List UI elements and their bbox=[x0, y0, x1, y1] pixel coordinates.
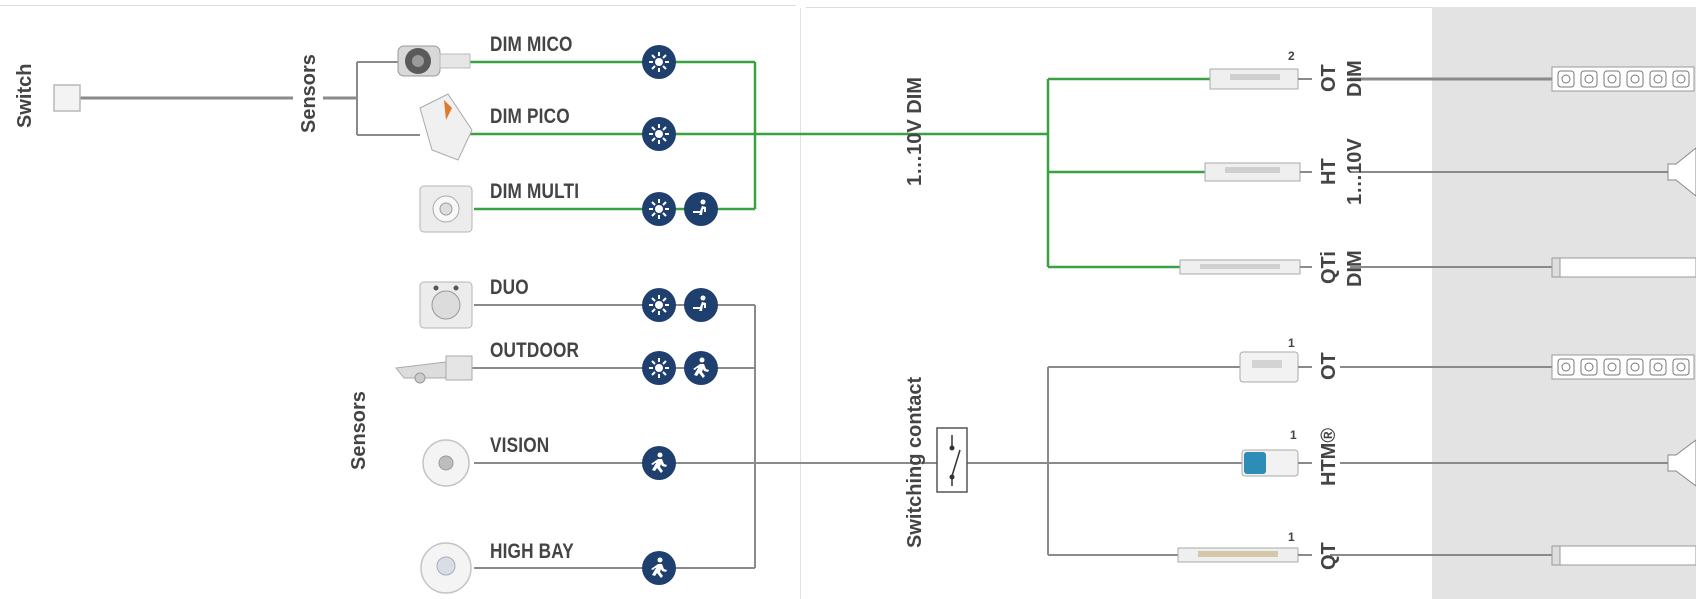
vision-device bbox=[422, 439, 470, 487]
lamp-led-module-1 bbox=[1551, 66, 1695, 92]
presence-sensor-icon bbox=[684, 192, 718, 226]
lamp-led-module-2 bbox=[1551, 354, 1695, 380]
top-border-left bbox=[0, 5, 796, 6]
sensors-label-top: Sensors bbox=[298, 54, 320, 133]
driver-note-htm-switch: 1 bbox=[1290, 428, 1297, 442]
dim-signal-label: 1…10V DIM bbox=[904, 77, 926, 186]
dim-multi-device bbox=[419, 185, 473, 233]
sensor-name-dim-multi: DIM MULTI bbox=[490, 180, 580, 203]
driver-interface-ot-dim: DIM bbox=[1344, 60, 1366, 97]
driver-type-ot-switch: OT bbox=[1318, 352, 1340, 380]
driver-type-qti-dim: QTi bbox=[1318, 251, 1340, 284]
lamp-panel bbox=[1432, 7, 1696, 599]
driver-ot-switch bbox=[1239, 351, 1312, 383]
driver-htm-switch bbox=[1241, 449, 1312, 477]
sensor-name-outdoor: OUTDOOR bbox=[490, 339, 580, 362]
dim-mico-device bbox=[397, 45, 471, 77]
driver-note-ot-switch: 1 bbox=[1288, 336, 1295, 350]
sensor-name-dim-pico: DIM PICO bbox=[490, 105, 570, 128]
light-sensor-icon bbox=[642, 45, 676, 79]
sensor-name-dim-mico: DIM MICO bbox=[490, 33, 573, 56]
switch-device bbox=[53, 84, 81, 112]
driver-qt-switch bbox=[1177, 547, 1312, 563]
light-sensor-icon bbox=[642, 288, 676, 322]
driver-type-qt-switch: QT bbox=[1318, 542, 1340, 570]
light-sensor-icon bbox=[642, 351, 676, 385]
highbay-device bbox=[420, 542, 472, 594]
driver-qti-dim bbox=[1179, 259, 1312, 275]
driver-interface-ht-dim: 1…10V bbox=[1344, 138, 1366, 205]
motion-sensor-icon bbox=[642, 446, 676, 480]
driver-type-ht-dim: HT bbox=[1318, 158, 1340, 185]
sensors-label-bottom: Sensors bbox=[348, 391, 370, 470]
lamp-tube-2 bbox=[1551, 545, 1696, 566]
sensor-name-high-bay: HIGH BAY bbox=[490, 540, 574, 563]
motion-sensor-icon bbox=[642, 551, 676, 585]
switching-contact-label: Switching contact bbox=[904, 376, 926, 548]
driver-note-ot-dim: 2 bbox=[1288, 49, 1295, 63]
divider bbox=[800, 8, 801, 599]
top-border-right bbox=[806, 7, 1432, 8]
sensor-name-duo: DUO bbox=[490, 276, 529, 299]
outdoor-device bbox=[395, 355, 473, 384]
sensor-name-vision: VISION bbox=[490, 434, 550, 457]
presence-sensor-icon bbox=[684, 288, 718, 322]
light-sensor-icon bbox=[642, 192, 676, 226]
driver-ht-dim bbox=[1204, 162, 1312, 182]
driver-ot-dim bbox=[1209, 68, 1312, 90]
duo-device bbox=[419, 281, 473, 329]
driver-type-htm-switch: HTM® bbox=[1318, 427, 1340, 486]
lamp-halogen-1 bbox=[1667, 147, 1696, 197]
driver-note-qt-switch: 1 bbox=[1288, 530, 1295, 544]
lamp-tube-1 bbox=[1551, 257, 1696, 278]
switch-label: Switch bbox=[14, 63, 36, 128]
lamp-halogen-2 bbox=[1667, 439, 1696, 487]
switching-contact-symbol bbox=[936, 427, 968, 493]
light-sensor-icon bbox=[642, 117, 676, 151]
dim-pico-device bbox=[419, 93, 473, 161]
motion-sensor-icon bbox=[684, 351, 718, 385]
driver-interface-qti-dim: DIM bbox=[1344, 250, 1366, 287]
sensors-branch bbox=[356, 61, 420, 136]
driver-type-ot-dim: OT bbox=[1318, 64, 1340, 92]
